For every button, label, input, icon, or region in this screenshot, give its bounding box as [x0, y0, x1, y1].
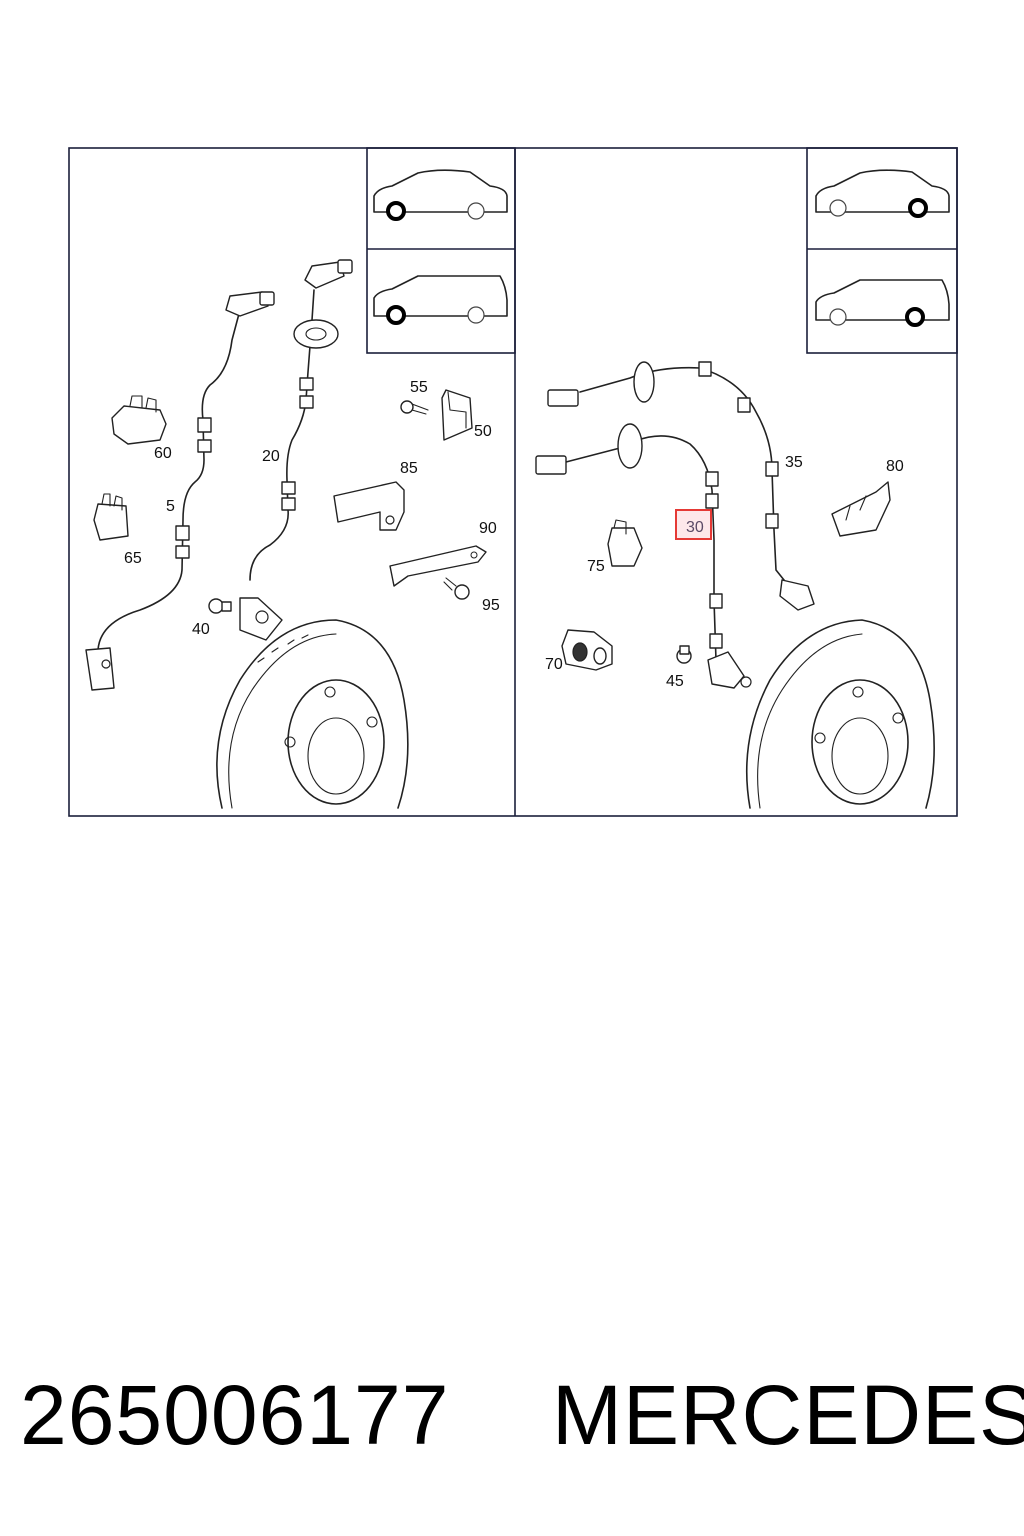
sedan-front-wheel-icon: [373, 169, 508, 221]
bracket-85: [333, 481, 405, 531]
callout-45: 45: [666, 673, 684, 690]
screw-40: [208, 598, 232, 614]
callout-90: 90: [479, 520, 497, 537]
callout-5: 5: [166, 498, 175, 515]
callout-80: 80: [886, 458, 904, 475]
bracket-50: [441, 389, 473, 441]
callout-70: 70: [545, 656, 563, 673]
clip-65: [93, 493, 129, 541]
callout-60: 60: [154, 445, 172, 462]
callout-30: 30: [686, 519, 704, 536]
callout-75: 75: [587, 558, 605, 575]
sedan-rear-wheel-icon: [815, 169, 950, 218]
brand-name: MERCEDES: [552, 1368, 1024, 1462]
front-sensor-cable-20: [239, 259, 353, 641]
rear-sensor-cable-30: [535, 423, 752, 689]
callout-55: 55: [410, 379, 428, 396]
callout-20: 20: [262, 448, 280, 465]
callout-30-highlight-box: [675, 509, 712, 540]
clip-70: [561, 629, 613, 671]
wagon-rear-wheel-icon: [815, 279, 950, 327]
brake-disc-front: [216, 619, 409, 809]
screw-45: [676, 645, 692, 664]
diagram-frame: [68, 147, 958, 817]
clip-60: [111, 395, 167, 445]
bolt-55: [400, 400, 429, 415]
footer-caption: 265006177 MERCEDES: [0, 1360, 1024, 1470]
bracket-90: [389, 545, 487, 587]
callout-40: 40: [192, 621, 210, 638]
callout-85: 85: [400, 460, 418, 477]
bracket-80: [831, 481, 891, 537]
rear-sensor-cable-35: [547, 361, 815, 611]
callout-95: 95: [482, 597, 500, 614]
front-sensor-cable-5: [85, 291, 275, 691]
clip-75: [607, 519, 643, 567]
wagon-front-wheel-icon: [373, 275, 508, 325]
abs-sensor-parts-diagram: 5 20 40 50 55 60 65 85 90 95 30 35 45 70…: [68, 147, 958, 817]
callout-50: 50: [474, 423, 492, 440]
callout-35: 35: [785, 454, 803, 471]
part-number: 265006177: [20, 1368, 450, 1462]
brake-disc-rear: [745, 619, 935, 809]
bolt-95: [443, 577, 470, 600]
callout-65: 65: [124, 550, 142, 567]
